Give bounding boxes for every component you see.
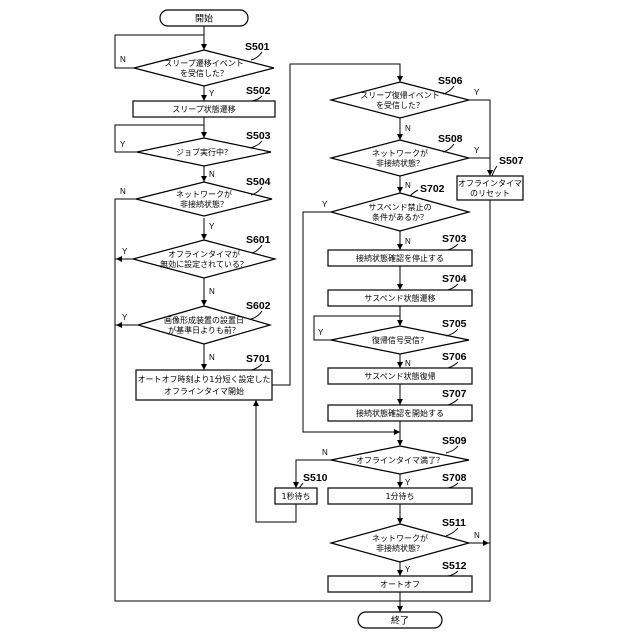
- s702-no-label: N: [405, 237, 411, 246]
- s511-line2: 非接続状態？: [376, 543, 424, 553]
- s506-yes-label: Y: [474, 88, 480, 97]
- step-s510: 1秒待ち S510: [275, 472, 328, 504]
- s602-no-label: N: [209, 353, 215, 362]
- s511-yes-label: Y: [405, 565, 411, 574]
- s503-text: ジョブ実行中？: [176, 147, 232, 157]
- s504-yes-label: Y: [209, 222, 215, 231]
- s503-yes-label: Y: [120, 140, 126, 149]
- s508-id: S508: [438, 133, 463, 145]
- s502-id: S502: [246, 85, 271, 97]
- step-s506: スリープ復帰イベント を受信した？ S506: [331, 75, 469, 118]
- s701-id: S701: [246, 353, 271, 365]
- s507-id: S507: [499, 155, 524, 167]
- s602-line2: が基準日よりも前？: [168, 325, 240, 335]
- s502-text: スリープ状態遷移: [172, 104, 236, 114]
- start-label: 開始: [195, 13, 213, 25]
- s501-line1: スリープ遷移イベント: [164, 58, 244, 68]
- s601-line1: オフラインタイマが: [168, 249, 240, 259]
- s509-no-label: N: [322, 448, 328, 457]
- step-s508: ネットワークが 非接続状態？ S508: [331, 133, 469, 176]
- s506-no-label: N: [405, 124, 411, 133]
- s702-line1: サスペンド禁止の: [368, 202, 431, 212]
- s509-text: オフラインタイマ満了？: [356, 456, 444, 465]
- step-s602: 画像形成装置の設置日 が基準日よりも前？ S602: [138, 300, 271, 344]
- s701-line1: オートオフ時刻より1分短く設定した: [138, 374, 271, 384]
- s511-id: S511: [442, 517, 466, 529]
- s507-line1: オフラインタイマ: [458, 179, 522, 188]
- s704-id: S704: [442, 273, 467, 285]
- s501-line2: を受信した？: [180, 68, 228, 78]
- s602-id: S602: [246, 300, 271, 312]
- s601-line2: 無効に設定されている？: [160, 259, 248, 269]
- s506-line1: スリープ復帰イベント: [360, 90, 440, 100]
- s506-id: S506: [438, 75, 463, 87]
- s602-line1: 画像形成装置の設置日: [164, 315, 244, 325]
- s504-line2: 非接続状態？: [180, 199, 228, 209]
- s705-yes-label: Y: [318, 328, 324, 337]
- s512-text: オートオフ: [380, 580, 420, 589]
- end-label: 終了: [391, 615, 409, 627]
- s508-line1: ネットワークが: [372, 148, 428, 158]
- s511-line1: ネットワークが: [372, 533, 428, 543]
- s601-id: S601: [246, 234, 271, 246]
- start-terminal: 開始: [160, 10, 248, 26]
- s504-line1: ネットワークが: [176, 189, 232, 199]
- s501-no-label: N: [120, 55, 126, 64]
- s508-yes-label: Y: [474, 146, 480, 155]
- s508-no-label: N: [405, 181, 411, 190]
- s707-text: 接続状態確認を開始する: [356, 408, 444, 418]
- step-s511: ネットワークが 非接続状態？ S511: [331, 517, 469, 562]
- s512-id: S512: [442, 560, 467, 572]
- step-s504: ネットワークが 非接続状態？ S504: [136, 176, 272, 216]
- s601-no-label: N: [209, 287, 215, 296]
- s509-id: S509: [442, 435, 467, 447]
- s504-id: S504: [246, 176, 271, 188]
- s501-id: S501: [245, 41, 270, 53]
- s702-yes-label: Y: [322, 200, 328, 209]
- s703-id: S703: [442, 233, 467, 245]
- s601-yes-label: Y: [122, 247, 128, 256]
- s510-id: S510: [303, 472, 328, 484]
- step-s601: オフラインタイマが 無効に設定されている？ S601: [133, 234, 275, 278]
- s708-text: 1分待ち: [385, 491, 414, 501]
- s706-text: サスペンド状態復帰: [364, 371, 435, 381]
- s707-id: S707: [442, 388, 467, 400]
- s708-id: S708: [442, 472, 467, 484]
- s602-yes-label: Y: [122, 313, 128, 322]
- s702-line2: 条件があるか？: [372, 212, 428, 222]
- s507-line2: のリセット: [470, 189, 510, 198]
- s706-id: S706: [442, 351, 467, 363]
- s501-yes-label: Y: [209, 89, 215, 98]
- end-terminal: 終了: [358, 612, 442, 628]
- s508-line2: 非接続状態？: [376, 158, 424, 168]
- s503-no-label: N: [209, 170, 215, 179]
- s510-text: 1秒待ち: [281, 491, 310, 501]
- s705-no-label: N: [405, 359, 411, 368]
- s705-id: S705: [442, 318, 467, 330]
- s503-id: S503: [246, 130, 271, 142]
- s511-no-label: N: [474, 531, 480, 540]
- s702-id: S702: [420, 183, 445, 195]
- s504-no-label: N: [120, 187, 126, 196]
- s705-text: 復帰信号受信？: [372, 335, 428, 345]
- s703-text: 接続状態確認を停止する: [356, 253, 444, 263]
- s509-yes-label: Y: [405, 478, 411, 487]
- s506-line2: を受信した？: [376, 100, 424, 110]
- s704-text: サスペンド状態遷移: [364, 293, 435, 303]
- s701-line2: オフラインタイマ開始: [164, 386, 244, 396]
